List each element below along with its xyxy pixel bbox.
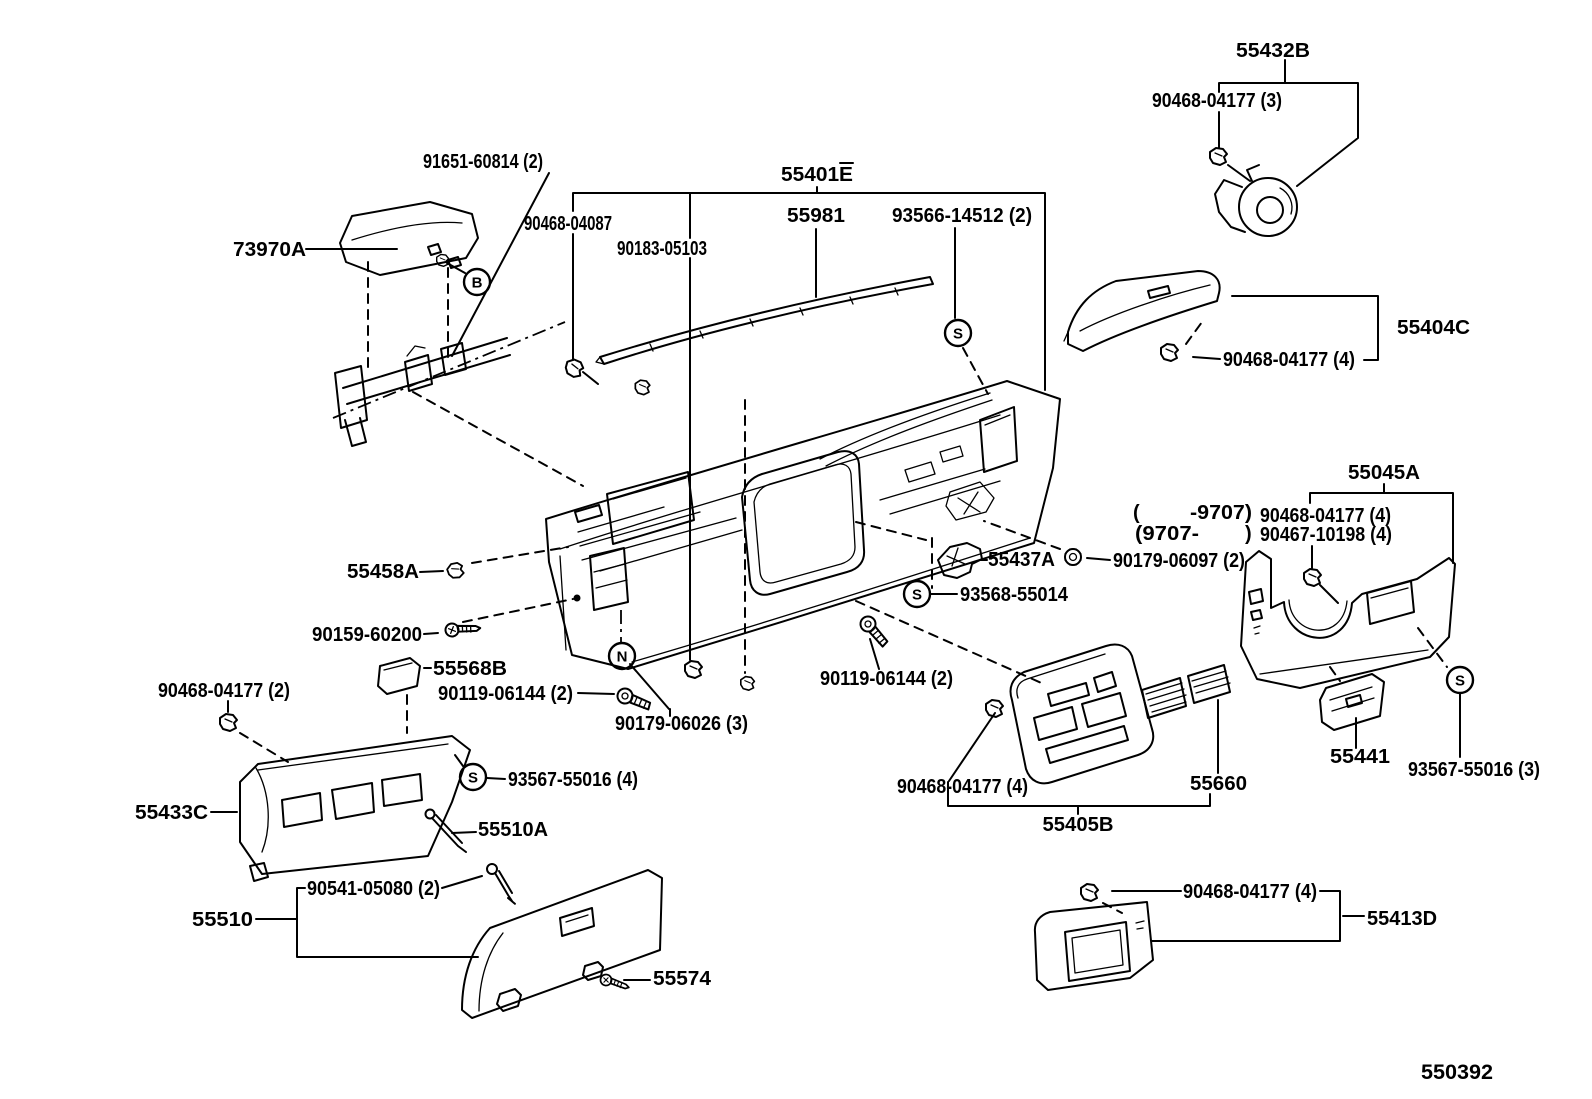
callout-range-after: (9707- [1135,523,1199,545]
marker-s-right-letter: S [1455,673,1465,690]
part-center-vents-55660 [1141,664,1231,719]
clip-91651 [436,253,450,267]
callout-90183-05103: 90183-05103 [617,238,707,260]
dashed-leader-lines [239,261,1448,914]
marker-n: N [607,641,637,671]
part-lid-55568b [377,657,421,695]
nut-90179-06097 [1064,548,1082,566]
part-lower-panel-55045a [1240,550,1456,689]
callout-55568b: 55568B [433,658,507,680]
callout-90468-04177-4-c: 90468-04177 (4) [897,776,1028,798]
part-bracket-55437a [937,542,983,579]
callout-55510: 55510 [192,909,253,931]
callout-90467-10198-4: 90467-10198 (4) [1260,524,1392,546]
marker-s-top-letter: S [953,326,963,343]
part-cover-55404c [1063,270,1221,352]
callout-93567-55016-3: 93567-55016 (3) [1408,759,1540,781]
marker-s-glovebox: S [458,762,488,792]
callout-90468-04177-2: 90468-04177 (2) [158,680,290,702]
bolt-90119-left [614,685,654,711]
callout-55437a: 55437A [988,549,1055,571]
bolt-90119-center [856,612,894,648]
part-bezel-55413d [1033,901,1154,991]
callout-55441: 55441 [1330,746,1390,768]
screw-55574 [598,972,632,991]
callout-90119-06144-2-left: 90119-06144 (2) [438,683,573,705]
callout-90468-04177-4-d: 90468-04177 (4) [1183,881,1317,903]
callout-91651-60814-2: 91651-60814 (2) [423,151,543,173]
part-glove-compartment-55433c [239,735,471,882]
callout-range-after-close: ) [1245,523,1252,545]
clip-garnish [634,379,651,396]
clip-55413d [1080,883,1099,902]
clip-55404c [1160,343,1179,362]
part-glove-door-55510 [461,869,663,1019]
marker-n-letter: N [617,649,628,666]
part-instrument-panel-55401e [545,380,1061,670]
callout-55510a: 55510A [478,819,548,841]
callout-90119-06144-2-center: 90119-06144 (2) [820,668,953,690]
part-side-register-55432b [1214,164,1298,237]
marker-s-right: S [1445,665,1475,695]
callout-55404c: 55404C [1397,317,1470,339]
callout-55405b: 55405B [1043,814,1114,836]
marker-s-top: S [943,318,973,348]
part-airbag-lid-73970a [339,201,479,276]
clip-90468-04087 [562,356,586,380]
callout-55432b: 55432B [1236,40,1310,62]
callout-90541-05080-2: 90541-05080 (2) [307,878,440,900]
part-hinge-pin-90541 [486,863,513,902]
callout-55574: 55574 [653,968,712,990]
part-reinforcement-bar [334,337,511,447]
callout-90468-04087: 90468-04087 [524,213,612,235]
clip-underside-a [684,660,703,679]
callout-73970a: 73970A [233,239,306,261]
marker-b-letter: B [472,275,483,292]
solid-leader-lines [210,59,1461,981]
callout-90159-60200: 90159-60200 [312,624,422,646]
marker-s-middle-letter: S [912,587,922,604]
callout-55413d: 55413D [1367,908,1437,930]
callout-93566-14512-2: 93566-14512 (2) [892,205,1032,227]
part-defroster-garnish-55981 [595,276,934,365]
marker-s-middle: S [902,579,932,609]
callout-range-before: -9707) [1190,502,1252,524]
clip-grommet-55458a [445,559,467,582]
part-door-check-55510a [424,808,467,853]
screw-hole-dot [573,594,581,602]
callout-55401e: 55401E [781,164,853,186]
callout-55433c: 55433C [135,802,208,824]
centerline-leader-lines [332,321,622,643]
part-lower-tray-55441 [1319,673,1385,731]
clip-glovebox [219,713,238,732]
callout-90468-04177-4-b: 90468-04177 (4) [1260,505,1391,527]
callout-55045a: 55045A [1348,462,1420,484]
screw-90159 [443,616,482,639]
callout-90468-04177-4-a: 90468-04177 (4) [1223,349,1355,371]
clip-underside-b [739,675,756,692]
callout-55981: 55981 [787,205,845,227]
clip-55432b [1209,147,1228,166]
callout-90179-06097-2: 90179-06097 (2) [1113,550,1245,572]
part-cluster-finish-panel-55405b [1009,643,1155,785]
marker-b: B [462,267,492,297]
marker-s-glovebox-letter: S [468,770,478,787]
callout-55660: 55660 [1190,773,1247,795]
callout-93568-55014: 93568-55014 [960,584,1069,606]
figure-number: 550392 [1421,1061,1493,1084]
callout-93567-55016-4: 93567-55016 (4) [508,769,638,791]
callout-90468-04177-3: 90468-04177 (3) [1152,90,1282,112]
callout-range-before-open: ( [1133,502,1140,524]
callout-55458a: 55458A [347,561,419,583]
callout-90179-06026-3: 90179-06026 (3) [615,713,748,735]
clip-55045a [1303,568,1322,587]
